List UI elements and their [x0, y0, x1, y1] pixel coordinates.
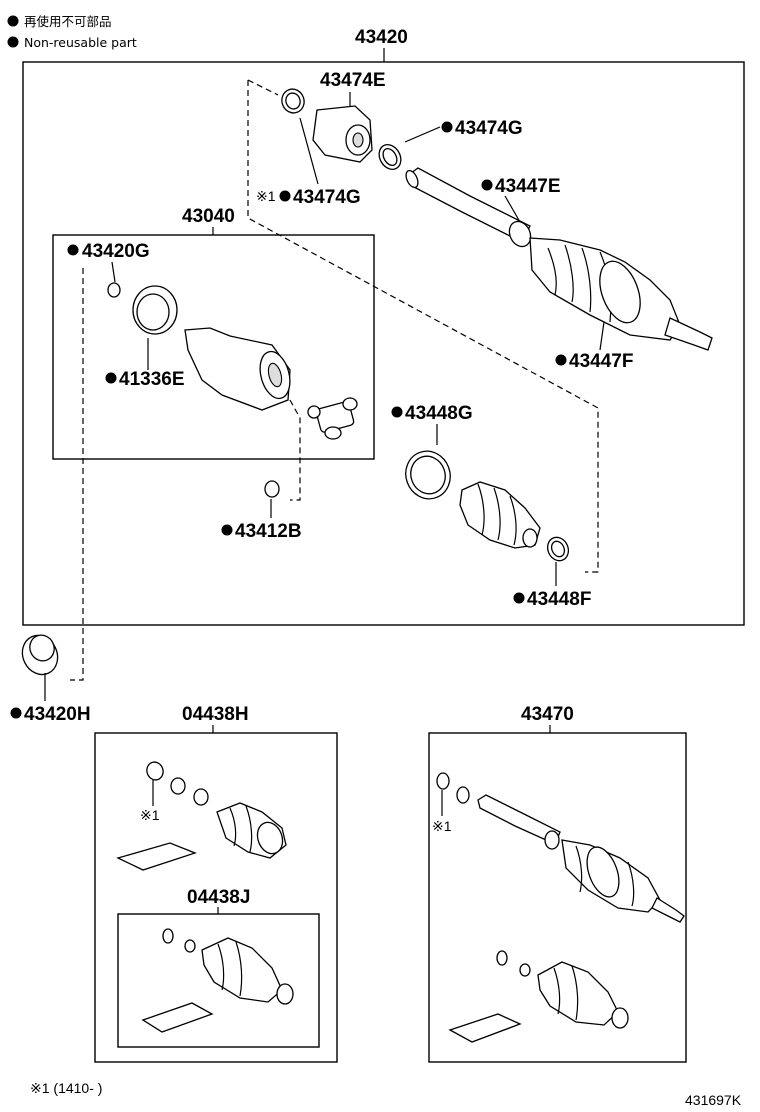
label-43474G-top[interactable]: 43474G [455, 118, 523, 139]
part-43412B-snap-ring[interactable] [264, 480, 280, 498]
part-43420G-circlip[interactable] [107, 282, 121, 298]
kit-04438H-parts [116, 761, 287, 871]
label-43474E[interactable]: 43474E [320, 70, 386, 91]
non-reusable-dot-icon [513, 592, 525, 604]
kit-04438J-parts [141, 928, 294, 1033]
label-43040[interactable]: 43040 [182, 206, 235, 227]
kit-43470-parts [436, 772, 685, 1043]
part-outboard-joint [529, 237, 713, 351]
part-43448G-clamp[interactable] [399, 445, 457, 505]
footnote: ※1 (1410- ) [30, 1080, 102, 1096]
non-reusable-dot-icon [67, 244, 79, 256]
label-41336E[interactable]: 41336E [119, 369, 185, 390]
label-43448F[interactable]: 43448F [527, 589, 591, 610]
illustration-code: 431697K [685, 1092, 742, 1108]
mark-kit-43470: ※1 [432, 818, 452, 834]
legend-japanese: 再使用不可部品 [24, 14, 112, 29]
non-reusable-dot-icon [105, 372, 117, 384]
part-41336E-ring[interactable] [132, 285, 178, 335]
label-43474G-low[interactable]: 43474G [293, 187, 361, 208]
non-reusable-dot-icon [441, 121, 453, 133]
part-inboard-housing [184, 327, 291, 411]
non-reusable-dot-icon [10, 707, 22, 719]
non-reusable-dot-icon [279, 190, 291, 202]
part-43420H-seal[interactable] [16, 630, 64, 681]
part-43474G-clamp-small[interactable] [279, 86, 308, 116]
label-43448G[interactable]: 43448G [405, 403, 473, 424]
kit-box-43470 [428, 732, 687, 1063]
non-reusable-dot-icon [555, 354, 567, 366]
part-43448F-clamp[interactable] [544, 534, 572, 564]
label-43447F[interactable]: 43447F [569, 351, 633, 372]
label-43470[interactable]: 43470 [521, 704, 574, 725]
label-43420G[interactable]: 43420G [82, 241, 150, 262]
part-43474E-damper[interactable] [312, 105, 373, 163]
kit-box-04438J [117, 913, 320, 1048]
label-43420[interactable]: 43420 [355, 27, 408, 48]
part-tripod [307, 397, 358, 440]
label-04438H[interactable]: 04438H [182, 704, 249, 725]
mark-kit-04438H: ※1 [140, 807, 160, 823]
label-43412B[interactable]: 43412B [235, 521, 302, 542]
non-reusable-dot-icon [391, 406, 403, 418]
label-04438J[interactable]: 04438J [187, 887, 250, 908]
kit-box-04438H [94, 732, 338, 1063]
part-drive-shaft [405, 167, 532, 248]
label-43420H[interactable]: 43420H [24, 704, 91, 725]
non-reusable-dot-icon [7, 15, 19, 27]
non-reusable-dot-icon [7, 36, 19, 48]
mark-43474G: ※1 [256, 188, 276, 204]
part-inboard-boot [459, 481, 541, 549]
label-43447E[interactable]: 43447E [495, 176, 561, 197]
assembly-box-43040 [52, 234, 375, 460]
non-reusable-dot-icon [221, 524, 233, 536]
legend: 再使用不可部品 Non-reusable part [7, 14, 137, 50]
assembly-box-43420 [22, 61, 745, 626]
part-43474G-clamp[interactable] [375, 141, 405, 174]
non-reusable-dot-icon [481, 179, 493, 191]
legend-english: Non-reusable part [24, 35, 137, 50]
